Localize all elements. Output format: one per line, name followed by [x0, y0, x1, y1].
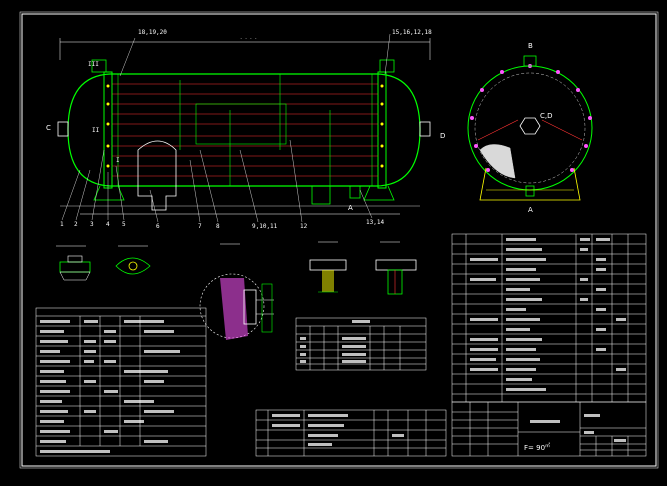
detail-view-left-1	[56, 245, 91, 281]
callout-bottom-row: 1 2 3 4 5 6 7 8 9,10,11 12	[60, 221, 308, 230]
svg-text:2: 2	[74, 221, 78, 228]
label-a-main: A	[348, 204, 353, 212]
svg-text:7: 7	[198, 223, 202, 230]
label-iii: III	[88, 61, 99, 68]
title-block-glyphs	[530, 414, 626, 442]
svg-text:5: 5	[122, 221, 126, 228]
vessel-elevation-view: - - - -	[57, 33, 431, 223]
vessel-shell	[67, 73, 421, 187]
tubesheet-markers	[106, 84, 384, 168]
label-d: D	[440, 132, 445, 140]
tech-table-glyphs	[40, 320, 180, 453]
heat-transfer-area: F= 90㎡	[524, 442, 550, 452]
label-ii: II	[92, 127, 100, 134]
svg-text:3: 3	[90, 221, 94, 228]
left-tubesheet	[103, 71, 113, 189]
nozzle-table	[295, 317, 427, 371]
svg-text:1: 1	[60, 221, 64, 228]
callout-top-right: 15,16,12,18	[392, 29, 432, 36]
nozzle-d	[419, 121, 431, 137]
detail-view-right-1	[309, 241, 347, 293]
nozzle-c	[57, 121, 69, 137]
label-i: I	[116, 157, 120, 164]
svg-text:4: 4	[106, 221, 110, 228]
right-tubesheet	[377, 71, 387, 189]
label-c: C	[46, 124, 51, 132]
lower-parts-table	[255, 409, 447, 457]
svg-text:- - - -: - - - -	[240, 36, 257, 41]
detail-view-right-2	[375, 241, 417, 295]
svg-text:9,10,11: 9,10,11	[252, 223, 278, 230]
nozzle-table-glyphs	[300, 320, 370, 363]
drawing-border	[21, 13, 657, 467]
lower-parts-glyphs	[272, 414, 404, 446]
parts-list-table	[451, 233, 647, 403]
detail-view-iii	[199, 243, 274, 340]
label-a-end: A	[528, 206, 533, 214]
svg-text:6: 6	[156, 223, 160, 230]
title-block	[451, 401, 647, 457]
label-b: B	[528, 42, 533, 50]
inlet-chamber	[137, 140, 177, 211]
label-cd: C,D	[540, 112, 553, 120]
callout-bottom-right: 13,14	[366, 219, 384, 226]
vessel-end-view	[467, 55, 593, 201]
svg-text:12: 12	[300, 223, 308, 230]
tech-data-table	[35, 307, 207, 457]
svg-text:8: 8	[216, 223, 220, 230]
tube-bundle	[112, 83, 378, 177]
callout-top-left: 18,19,20	[138, 29, 167, 36]
parts-list-glyphs	[470, 238, 626, 391]
detail-view-left-2	[115, 245, 151, 275]
